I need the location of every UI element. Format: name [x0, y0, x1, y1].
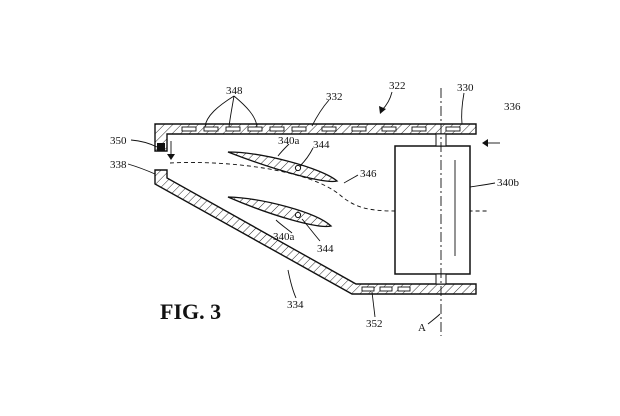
ref-322: 322	[389, 80, 406, 92]
bottom-wall-chambers	[361, 286, 411, 292]
figure-title: FIG. 3	[160, 299, 221, 324]
ref-344-top: 344	[313, 139, 330, 151]
ref-346: 346	[360, 168, 377, 180]
flow-path	[169, 162, 488, 212]
ref-352: 352	[366, 318, 383, 330]
ref-334: 334	[287, 299, 304, 311]
ref-340a-top: 340a	[278, 135, 300, 147]
ref-330: 330	[457, 82, 474, 94]
top-wall-chambers	[181, 126, 461, 132]
ref-344-bottom: 344	[317, 243, 334, 255]
pointer-322	[379, 91, 393, 114]
top-wall	[154, 123, 477, 152]
ref-340a-bottom: 340a	[273, 231, 295, 243]
pointer-336	[482, 139, 500, 147]
inlet-arrow	[167, 141, 175, 160]
ref-348: 348	[226, 85, 243, 97]
rotor	[394, 133, 471, 285]
ref-350: 350	[110, 135, 127, 147]
ref-332: 332	[326, 91, 343, 103]
ref-340b: 340b	[497, 177, 520, 189]
vane-bottom	[227, 196, 333, 228]
leader-lines	[127, 92, 496, 325]
ref-axis-a: A	[418, 322, 426, 334]
ref-336: 336	[504, 101, 521, 113]
vane-top	[227, 151, 339, 183]
bottom-wall	[154, 169, 477, 295]
ref-338: 338	[110, 159, 127, 171]
lip-element	[157, 143, 165, 151]
